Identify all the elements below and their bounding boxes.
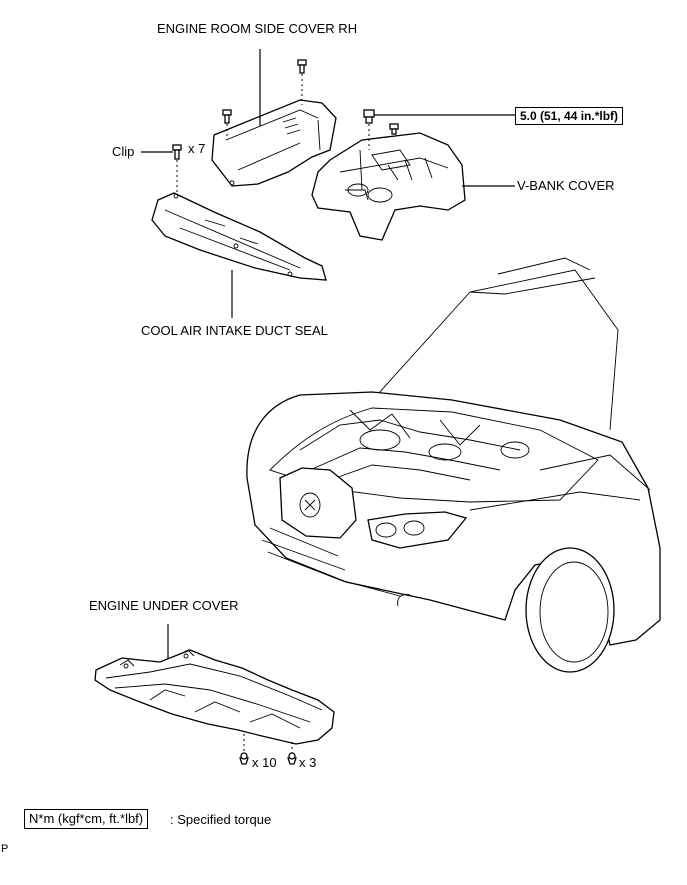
label-clip: Clip — [112, 144, 135, 159]
legend-unit-box: N*m (kgf*cm, ft.*lbf) — [24, 809, 149, 829]
label-v-bank-cover: V-BANK COVER — [517, 178, 615, 193]
clip-icon — [172, 144, 182, 196]
bolt-icon — [287, 742, 297, 765]
label-cool-air-intake-duct-seal: COOL AIR INTAKE DUCT SEAL — [141, 323, 328, 338]
bolt-icon — [239, 734, 249, 765]
bolt-icon — [389, 123, 399, 135]
label-clip-qty: x 7 — [188, 141, 206, 156]
bolt-icon — [363, 109, 375, 150]
bolt-icon — [222, 109, 232, 140]
engine-under-cover — [94, 649, 335, 745]
corner-mark: P — [1, 843, 9, 855]
label-bolt-qty-a: x 10 — [252, 755, 277, 770]
label-engine-under-cover: ENGINE UNDER COVER — [89, 598, 239, 613]
vehicle-front — [246, 257, 661, 673]
torque-spec-badge: 5.0 (51, 44 in.*lbf) — [515, 107, 624, 125]
legend-description: : Specified torque — [170, 812, 272, 827]
label-engine-room-side-cover: ENGINE ROOM SIDE COVER RH — [157, 21, 358, 36]
cool-air-intake-duct-seal — [151, 192, 327, 281]
engine-room-side-cover-rh — [211, 99, 337, 187]
label-bolt-qty-b: x 3 — [299, 755, 317, 770]
bolt-icon — [297, 59, 307, 105]
v-bank-cover — [311, 132, 466, 241]
